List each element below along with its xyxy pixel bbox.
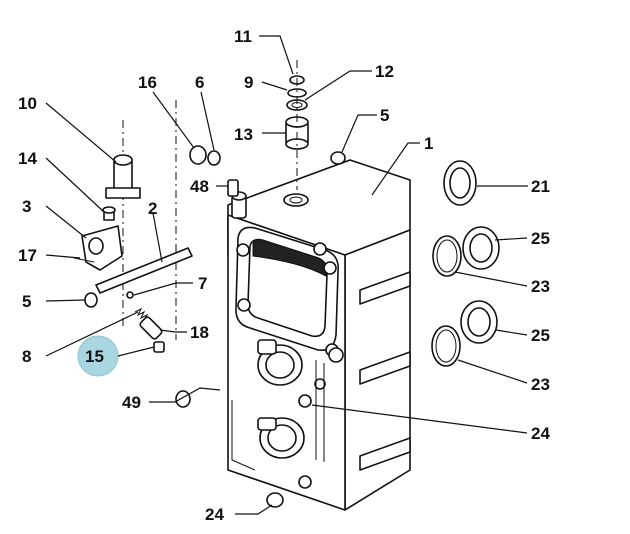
top-cap-stack [285, 60, 309, 190]
callout-25-bottom: 25 [531, 326, 550, 345]
callout-12: 12 [375, 62, 394, 81]
callout-2: 2 [148, 199, 157, 218]
callout-49: 49 [122, 393, 141, 412]
callout-23-top: 23 [531, 277, 550, 296]
callout-13: 13 [234, 125, 253, 144]
callout-17: 17 [18, 246, 37, 265]
callout-6: 6 [195, 73, 204, 92]
callout-10: 10 [18, 94, 37, 113]
callout-18: 18 [190, 323, 209, 342]
callout-11: 11 [234, 27, 252, 46]
gearbox-housing [227, 159, 411, 511]
callout-1: 1 [424, 134, 433, 153]
callout-7: 7 [198, 274, 207, 293]
callout-labels: 11 12 9 16 6 10 13 5 1 14 48 21 3 2 25 1… [18, 27, 550, 524]
callout-5-left: 5 [22, 292, 31, 311]
callout-25-top: 25 [531, 229, 550, 248]
callout-24-bottom: 24 [205, 505, 224, 524]
leader-lines [45, 35, 528, 515]
callout-16: 16 [138, 73, 157, 92]
callout-3: 3 [22, 197, 31, 216]
callout-48: 48 [190, 177, 209, 196]
callout-15: 15 [85, 347, 104, 366]
callout-5-top: 5 [380, 106, 389, 125]
seals-and-rings [431, 160, 500, 367]
callout-14: 14 [18, 149, 37, 168]
callout-21: 21 [531, 177, 550, 196]
callout-23-bottom: 23 [531, 375, 550, 394]
callout-24-right: 24 [531, 424, 550, 443]
callout-8: 8 [22, 347, 31, 366]
callout-9: 9 [244, 73, 253, 92]
